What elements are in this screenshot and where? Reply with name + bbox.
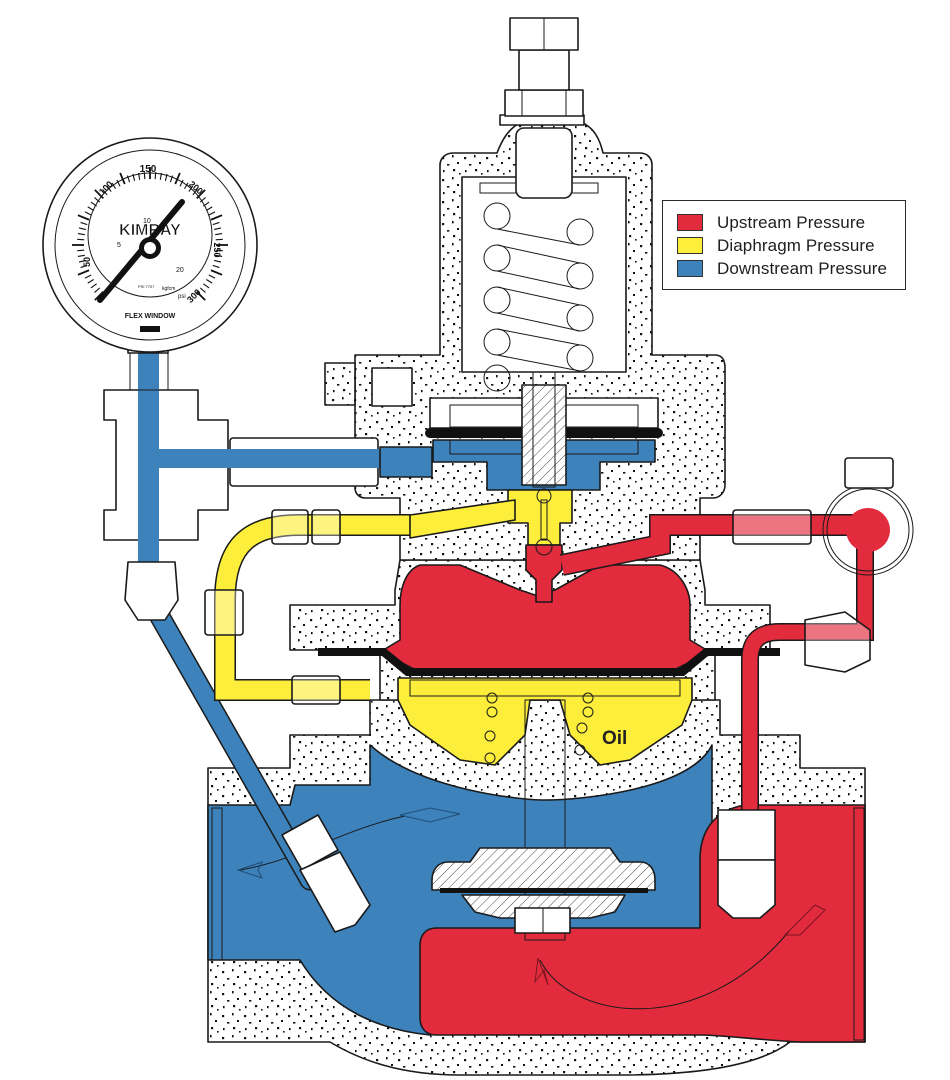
gauge-unit-kgfcm: kgfcm [162, 286, 175, 292]
legend-label-upstream: Upstream Pressure [717, 212, 866, 232]
gauge-tick [87, 206, 95, 211]
gauge-tick [80, 221, 88, 226]
main-valve-disc [431, 847, 656, 934]
upstream-swatch [677, 214, 703, 231]
gauge-inner-5: 5 [117, 242, 121, 249]
gauge-tick [212, 264, 220, 269]
gauge-tick [78, 227, 86, 231]
gauge-tick [159, 172, 162, 180]
gauge-tick [208, 211, 216, 216]
gauge-tick [215, 254, 223, 257]
gauge-tick [196, 291, 206, 301]
pilot-valve [507, 488, 573, 603]
downstream-swatch [677, 260, 703, 277]
gauge-tick [102, 189, 108, 196]
diaphragm-chamber [397, 677, 693, 941]
gauge-tick [77, 254, 85, 257]
gauge-tick [214, 227, 222, 231]
gauge-part-number: PSI 7707 [138, 284, 155, 289]
gauge-tick [94, 189, 104, 199]
gauge-inner-10: 10 [143, 218, 151, 225]
gauge-tick [94, 197, 101, 203]
gauge-tick-marks [72, 167, 228, 301]
gauge-tick [169, 175, 174, 183]
downstream-sense-line [103, 349, 433, 933]
gauge-tick [215, 238, 223, 241]
gauge-tick [94, 287, 101, 293]
gauge-tick [174, 172, 181, 185]
gauge-tick [203, 283, 210, 289]
legend-label-downstream: Downstream Pressure [717, 258, 888, 278]
gauge-tick [179, 179, 184, 187]
gauge-tick [210, 269, 223, 276]
pilot-spring [483, 202, 594, 392]
gauge-tick [196, 189, 206, 199]
gauge-label-150: 150 [140, 164, 157, 175]
gauge-tick [138, 172, 141, 180]
gauge-tick [77, 238, 85, 241]
diaphragm-swatch [677, 237, 703, 254]
gauge-window-text: FLEX WINDOW [125, 313, 176, 320]
gauge-tick [77, 214, 90, 221]
diaphragm-supply-line [204, 499, 516, 705]
gauge-tick [203, 201, 210, 207]
gauge-tick [126, 175, 131, 183]
legend-item-diaphragm: Diaphragm Pressure [677, 234, 905, 257]
gauge-tick [215, 249, 223, 252]
legend-item-downstream: Downstream Pressure [677, 257, 905, 280]
gauge-tick [116, 179, 121, 187]
gauge-tick [84, 274, 92, 279]
gauge-label-250: 250 [212, 242, 222, 257]
gauge-tick [184, 182, 189, 190]
main-diaphragm [318, 648, 780, 676]
gauge-tick [90, 201, 97, 207]
gauge-tick [208, 274, 216, 279]
gauge-tick [143, 172, 146, 180]
gauge-tick [84, 211, 92, 216]
gauge-tick [205, 206, 213, 211]
gauge-tick [132, 173, 136, 181]
legend-item-upstream: Upstream Pressure [677, 211, 905, 234]
gauge-tick [205, 279, 213, 284]
gauge-tick [90, 283, 97, 289]
spring-coils [484, 692, 594, 764]
gauge-tick [78, 259, 86, 263]
gauge-tick [77, 269, 90, 276]
gauge-inner-20: 20 [176, 267, 184, 274]
gauge-tick [164, 173, 168, 181]
legend-label-diaphragm: Diaphragm Pressure [717, 235, 875, 255]
gauge-brand: KIMRAY [119, 222, 181, 239]
pressure-gauge: KIMRAY 50 100 150 200 250 300 5 10 20 kg… [42, 137, 258, 354]
gauge-tick [188, 185, 194, 192]
upstream-supply-line [559, 457, 914, 919]
gauge-tick [199, 197, 206, 203]
gauge-tick [80, 264, 88, 269]
gauge-tick [119, 172, 126, 185]
gauge-tick [215, 233, 223, 236]
pilot-vent-fitting [324, 362, 413, 407]
gauge-tick [210, 214, 223, 221]
pilot-spring-bonnet [461, 17, 627, 392]
gauge-unit-psi: psi [178, 294, 186, 300]
gauge-tick [77, 233, 85, 236]
gauge-tick [87, 279, 95, 284]
gauge-tick [192, 189, 198, 196]
pressure-legend: Upstream Pressure Diaphragm Pressure Dow… [662, 200, 906, 290]
oil-label: Oil [602, 728, 628, 749]
pilot-diaphragm-assembly [425, 371, 663, 491]
gauge-tick [111, 182, 116, 190]
gauge-tick [199, 287, 206, 293]
gauge-tick [214, 259, 222, 263]
main-diaphragm-dome [379, 564, 711, 673]
gauge-tick [106, 185, 112, 192]
gauge-tick [212, 221, 220, 226]
gauge-tick [77, 249, 85, 252]
gauge-tick [154, 172, 157, 180]
gauge-label-50: 50 [82, 257, 92, 267]
